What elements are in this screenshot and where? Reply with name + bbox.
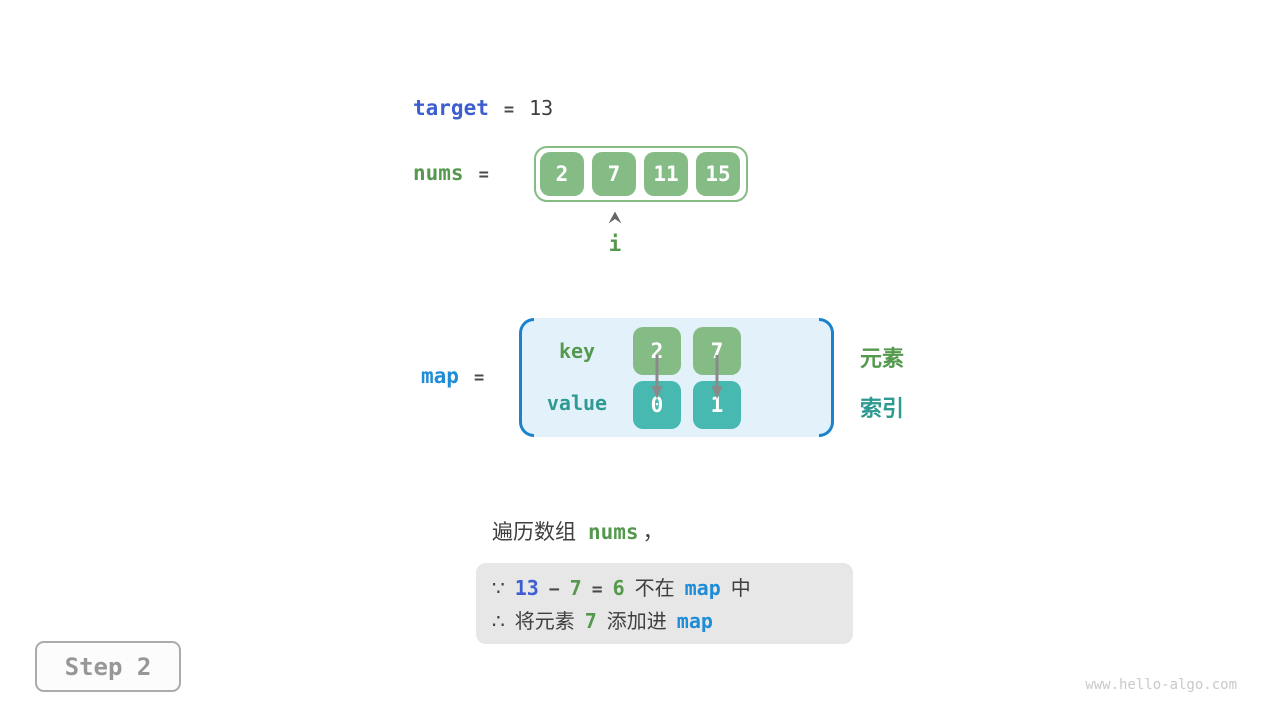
target-keyword: target [413, 96, 489, 120]
array-cell: 11 [644, 152, 688, 196]
note-line-1: ∵ 13 − 7 = 6 不在 map 中 [492, 572, 853, 605]
target-number: 13 [514, 576, 539, 600]
equals-sign: = [478, 165, 489, 185]
not-in-text: 不在 [634, 578, 675, 600]
target-line: target = 13 [413, 96, 553, 120]
up-caret-icon [608, 211, 622, 224]
add-element-text: 将元素 [514, 611, 575, 633]
equals-sign: = [503, 100, 515, 120]
add-into-text: 添加进 [606, 611, 667, 633]
value-row-label: value [546, 391, 608, 415]
target-value: 13 [529, 96, 554, 120]
difference-number: 6 [612, 576, 625, 600]
down-arrow-icon [651, 355, 663, 399]
caption-text: 遍历数组 [492, 521, 576, 544]
hash-map-box: key value 2 7 0 1 [519, 318, 834, 437]
because-symbol: ∵ [492, 578, 505, 600]
equals-sign: = [591, 579, 603, 600]
array-cell: 15 [696, 152, 740, 196]
caption-comma: ， [642, 521, 664, 544]
watermark: www.hello-algo.com [1085, 677, 1237, 693]
equals-sign: = [473, 368, 485, 388]
array-cell: 7 [592, 152, 636, 196]
in-text: 中 [730, 578, 751, 600]
note-line-2: ∴ 将元素 7 添加进 map [492, 605, 853, 638]
map-keyword: map [684, 576, 721, 600]
therefore-symbol: ∴ [492, 611, 505, 633]
array-cell: 2 [540, 152, 584, 196]
index-row-label: 索引 [860, 396, 905, 421]
step-badge: Step 2 [35, 641, 181, 692]
reasoning-note-box: ∵ 13 − 7 = 6 不在 map 中 ∴ 将元素 7 添加进 map [476, 563, 853, 644]
current-number: 7 [569, 576, 582, 600]
left-bracket [519, 318, 534, 437]
map-value-cell: 1 [693, 381, 741, 429]
current-number: 7 [584, 609, 597, 633]
element-row-label: 元素 [860, 346, 905, 371]
map-keyword: map [676, 609, 713, 633]
index-pointer-label: i [608, 232, 622, 256]
nums-array: 2 7 11 15 [534, 146, 748, 202]
map-line: map = [421, 364, 484, 388]
down-arrow-icon [711, 355, 723, 399]
nums-line: nums = [413, 161, 489, 185]
minus-sign: − [548, 579, 560, 600]
caption-line: 遍历数组 nums ， [492, 516, 664, 546]
key-row-label: key [558, 339, 596, 363]
map-value-cell: 0 [633, 381, 681, 429]
right-bracket [819, 318, 834, 437]
nums-keyword: nums [413, 161, 464, 185]
map-keyword: map [421, 364, 459, 388]
caption-nums-keyword: nums [588, 520, 639, 544]
